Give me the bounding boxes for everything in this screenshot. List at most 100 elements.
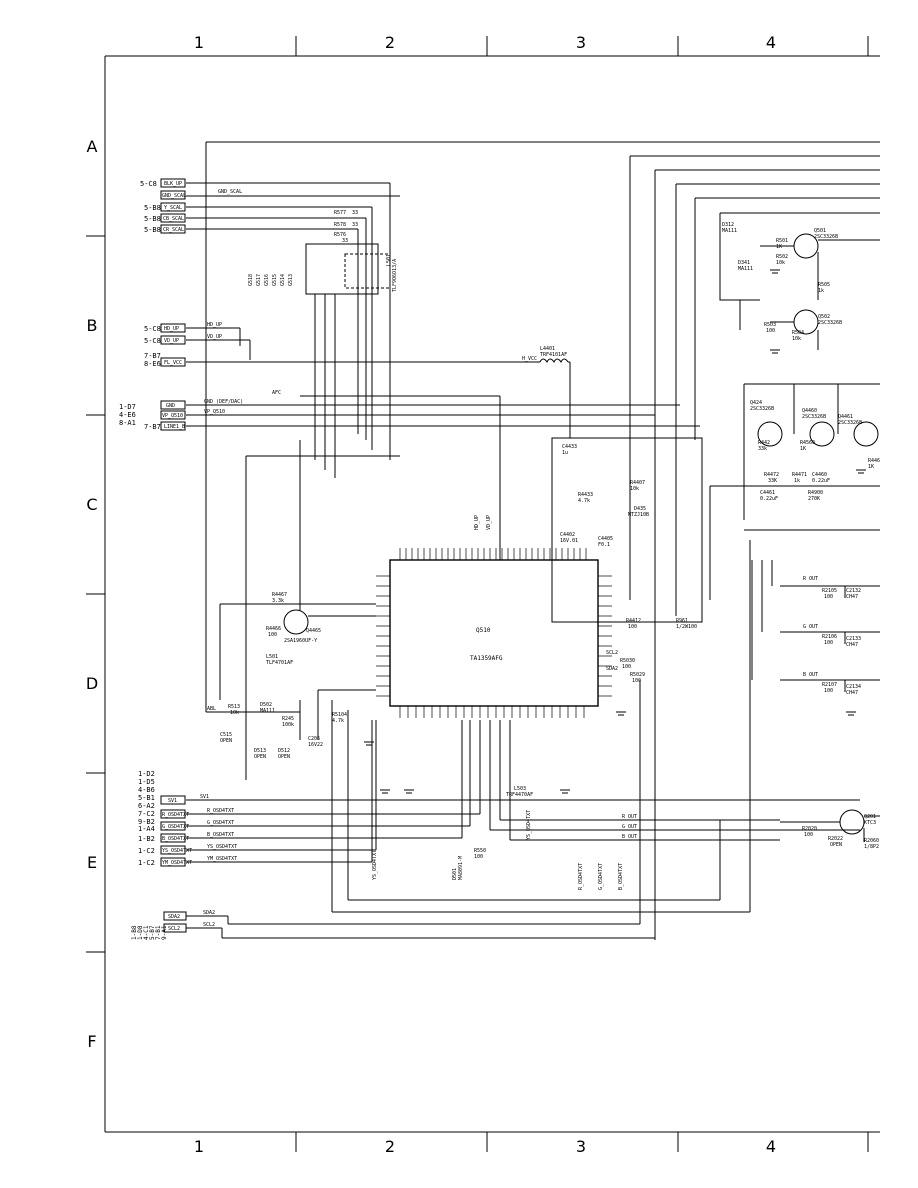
net-b-out: B OUT: [803, 672, 818, 678]
comp-ref: R504: [792, 330, 804, 336]
comp-r4466: R4466 100: [266, 626, 281, 638]
comp-ref: R5029: [630, 672, 645, 678]
comp-value: 1k: [818, 288, 824, 294]
comp-r245: R245 100k: [282, 716, 294, 728]
comp-l503: L503 TRF4470AF: [506, 786, 533, 798]
port-label: LINE1_B: [164, 424, 185, 430]
port-ref-3: 8-A1: [119, 419, 136, 427]
comp-ref: C4402: [560, 532, 575, 538]
comp-r2107: R2107 100: [822, 682, 837, 694]
comp-ref: D512: [278, 748, 290, 754]
net-label: GND_SCAL: [218, 189, 242, 195]
comp-r2106: R2106 100: [822, 634, 837, 646]
comp-value: 10k: [792, 336, 801, 342]
comp-ref: R961: [676, 618, 688, 624]
comp-r4467: R4467 3.3k: [272, 592, 287, 604]
comp-ref: Q501: [814, 228, 826, 234]
sheet-frame: [86, 36, 880, 1152]
port-label: FL_VCC: [164, 360, 182, 366]
port-label: CR_SCAL: [163, 227, 184, 233]
comp-r4900: R4900 270K: [808, 490, 823, 502]
comp-d501: D501 MA8091-M: [452, 856, 464, 880]
comp-ref: C4405: [598, 536, 613, 542]
comp-value: 1/2W100: [676, 624, 697, 630]
comp-value: F0.1: [598, 542, 610, 548]
comp-ref: R503: [764, 322, 776, 328]
comp-value: TLF9O6O13/A: [392, 259, 398, 292]
comp-c4433: C4433 1u: [562, 444, 577, 456]
comp-c515: C515 OPEN: [220, 732, 232, 744]
comp-c4461: C4461 0.22uF: [760, 490, 778, 502]
comp-c4460: C4460 0.22uF: [812, 472, 830, 484]
port-label: SV1: [168, 798, 177, 804]
comp-value: 10k: [776, 260, 785, 266]
grid-row-c: C: [86, 495, 97, 514]
port-label: YM_OSD4TXT: [162, 860, 192, 866]
port-label: B_OSD4TXT: [162, 836, 189, 842]
comp-value: 1u: [562, 450, 568, 456]
comp-ref: R245: [282, 716, 294, 722]
comp-r2060: R2060 1/8P2: [864, 838, 879, 850]
comp-ref: R4472: [764, 472, 779, 478]
port-scl2: SCL2 SCL2: [163, 922, 215, 933]
comp-q4460: Q4460 2SC3326B: [802, 408, 826, 420]
port-label: CB_SCAL: [163, 216, 184, 222]
comp-ref: R4412: [626, 618, 641, 624]
grid-col-4-bottom: 4: [766, 1137, 776, 1156]
comp-ref: D502: [260, 702, 272, 708]
comp-ref: R4433: [578, 492, 593, 498]
port-ref: 1-C2: [138, 847, 155, 855]
comp-value: 100: [824, 594, 833, 600]
grid-col-4: 4: [766, 33, 776, 52]
port-g-osd4txt: 1-A4 G_OSD4TXT G_OSD4TXT: [138, 820, 234, 833]
open-part: G513: [288, 274, 294, 286]
port-vd-up: 5-C8 VD_UP VD_UP: [144, 334, 222, 345]
comp-ref: R501: [776, 238, 788, 244]
port-label: Y_SCAL: [164, 205, 182, 211]
port-ref: 1-C2: [138, 859, 155, 867]
comp-value: 3.3k: [272, 598, 284, 604]
port-ref-1: 1-D7: [119, 403, 136, 411]
comp-value: 2SC3326B: [750, 406, 774, 412]
comp-ref: C206: [308, 736, 320, 742]
grid-row-f: F: [87, 1032, 96, 1051]
comp-ref: L503: [514, 786, 526, 792]
comp-ref: D501: [452, 868, 458, 880]
port-ref: 5-B8: [144, 226, 161, 234]
comp-r4471: R4471 1k: [792, 472, 807, 484]
comp-ref: C4461: [760, 490, 775, 496]
comp-d512: D512 OPEN: [278, 748, 290, 760]
comp-q424: Q424 2SC3326B: [750, 400, 774, 412]
comp-ref: D435: [634, 506, 646, 512]
comp-value: 2SC3326B: [818, 320, 842, 326]
net-g-out-bus: G OUT: [622, 824, 637, 830]
comp-r4560: R4560 1K: [800, 440, 815, 452]
port-label: YS_OSD4TXT: [162, 848, 192, 854]
comp-q4465: Q4465 2SA1960UF-Y: [284, 628, 321, 644]
comp-value: TRF4101AF: [540, 352, 567, 358]
comp-ref: R4407: [630, 480, 645, 486]
comp-ref: L501: [266, 654, 278, 660]
open-part: G518: [248, 274, 254, 286]
comp-r442: R442 33k: [758, 440, 770, 452]
comp-r4433: R4433 4.7k: [578, 492, 593, 504]
comp-c4405: C4405 F0.1: [598, 536, 613, 548]
port-ref-6: 9-A1: [161, 925, 168, 940]
comp-q501: Q501 2SC3326B: [814, 228, 838, 240]
comp-ref: R446: [868, 458, 880, 464]
comp-r446: R446 1K: [868, 458, 880, 470]
comp-value: 100: [632, 678, 641, 684]
open-part-list: G518 G517 G516 G515 G514 G513: [248, 274, 294, 286]
comp-c2134: C2134 CH47: [846, 684, 861, 696]
comp-value: 0.22uF: [812, 478, 830, 484]
port-ref-3: 4-B6: [138, 786, 155, 794]
port-ref-2: 9-B2: [138, 818, 155, 826]
net-label: SDA2: [203, 910, 215, 916]
port-label: VP_Q510: [162, 413, 183, 419]
grid-col-1: 1: [194, 33, 204, 52]
comp-ref: R2020: [802, 826, 817, 832]
comp-value: OPEN: [278, 754, 290, 760]
comp-value: 2SA1960UF-Y: [284, 638, 317, 644]
port-ref-4: 5-B1: [138, 794, 155, 802]
